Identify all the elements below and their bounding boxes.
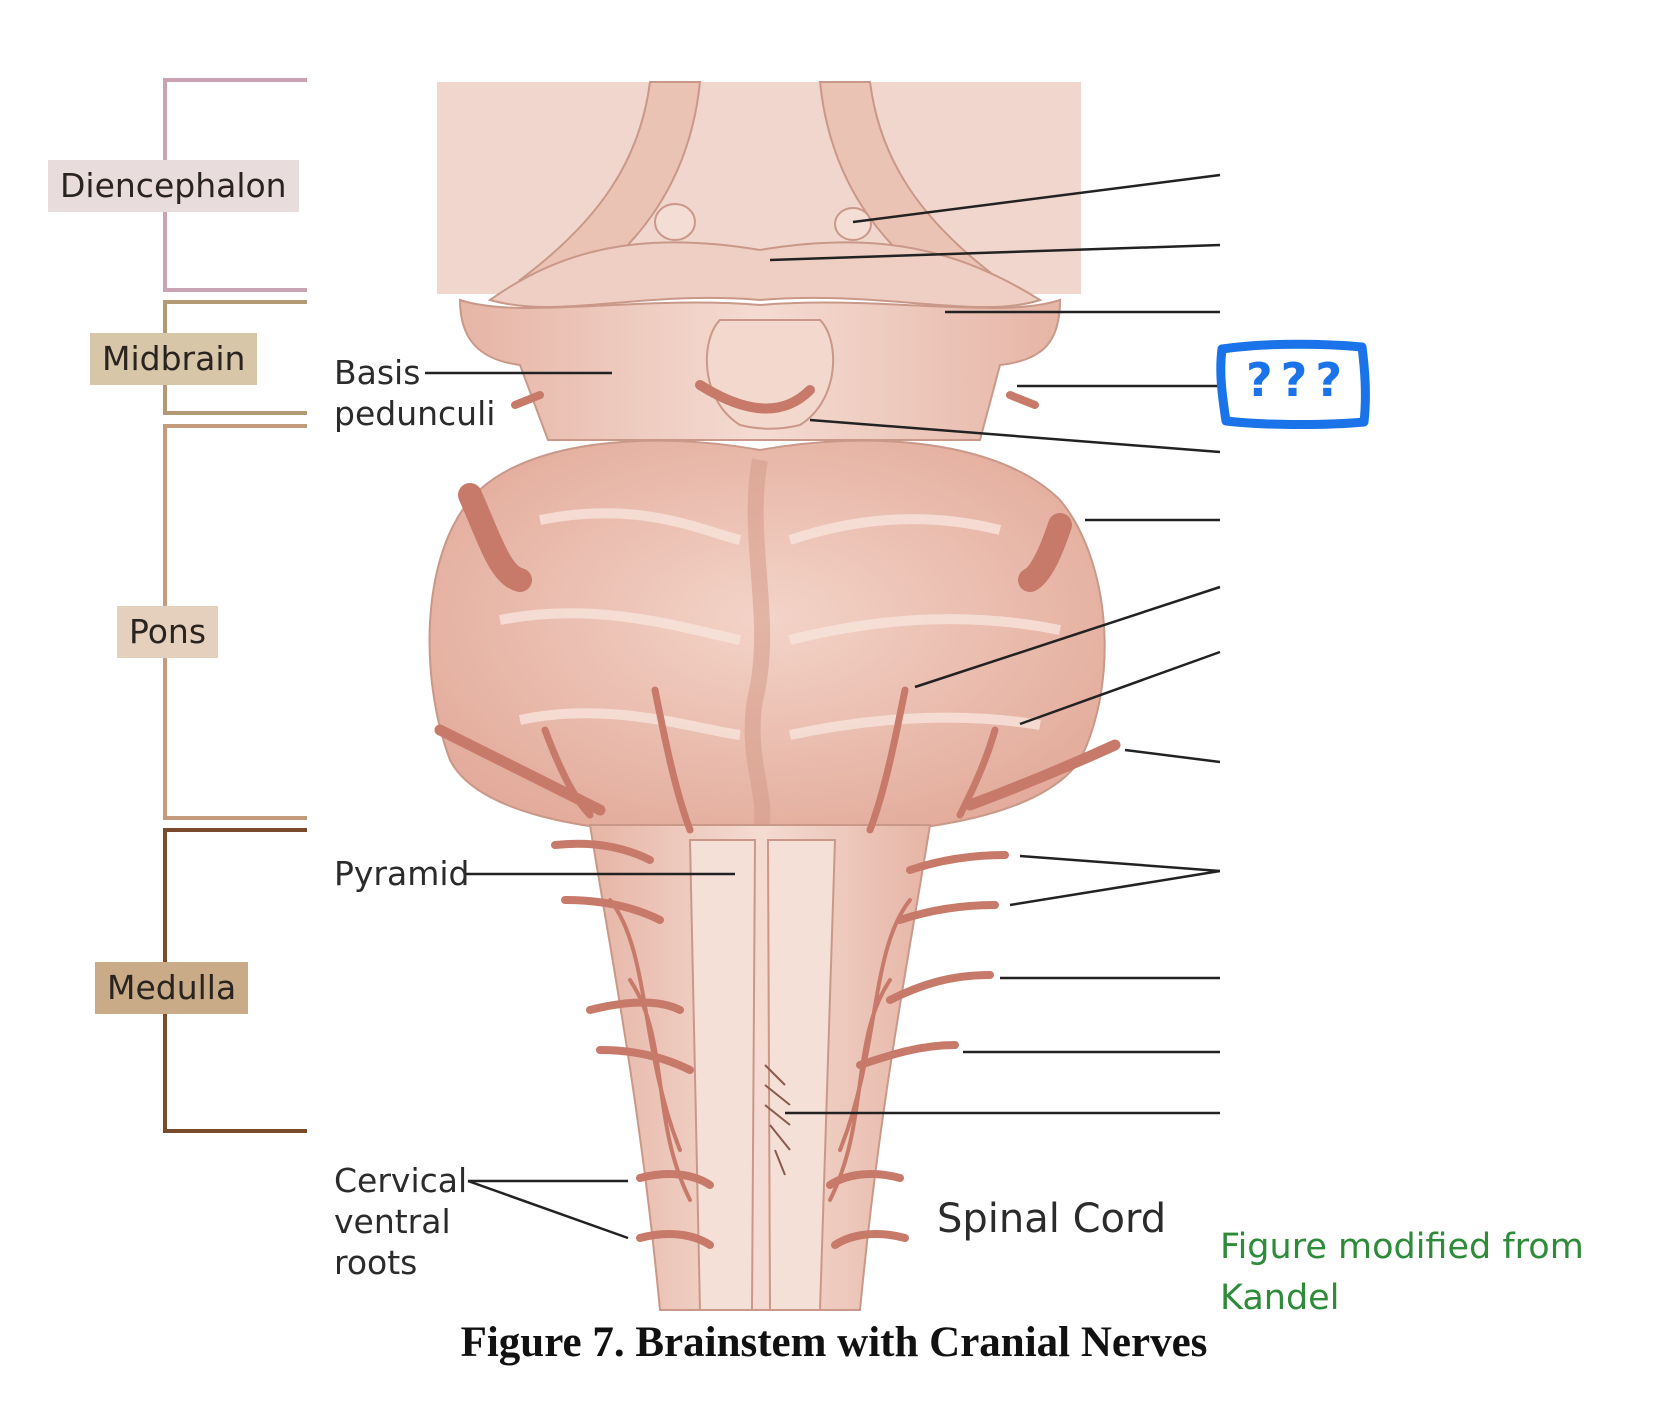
leader-line-glossopharyngeal	[1019, 854, 1221, 873]
pons-stripe	[788, 614, 1061, 645]
pyramid-left	[688, 839, 757, 1311]
glossopharyngeal-root-left	[551, 839, 654, 864]
pons-stripe	[518, 708, 741, 740]
oculomotor-nerve	[695, 380, 815, 414]
optic-nerve-left	[654, 203, 696, 241]
optic-chiasm	[487, 241, 1043, 308]
nerve-plexus-left	[608, 898, 692, 1202]
facial-nerve-left	[541, 726, 594, 819]
region-label-pons: Pons	[117, 606, 219, 658]
optic-nerve-right	[834, 207, 872, 241]
cervical-root-upper-right	[826, 1170, 904, 1189]
pons-stripe	[788, 514, 1002, 545]
label-pyramid: Pyramid	[334, 854, 470, 893]
medulla-tissue	[588, 824, 932, 1311]
trochlear-nerve-right	[1006, 391, 1039, 409]
question-annotation	[1216, 339, 1370, 430]
leader-line-oculomotor	[809, 418, 1221, 454]
annotation-box	[1216, 339, 1370, 430]
accessory-root-right	[886, 971, 994, 1004]
hypoglossal-root-right	[856, 1041, 959, 1069]
region-label-midbrain: Midbrain	[90, 333, 258, 385]
leader-line-vestibulocochlear	[1124, 748, 1221, 764]
pons-midline	[744, 458, 771, 835]
leader-line-optic-chiasm	[769, 243, 1221, 262]
pyramid-right	[766, 839, 837, 1311]
region-label-diencephalon: Diencephalon	[48, 160, 299, 212]
leader-line-vagus	[1009, 869, 1221, 907]
pons-stripe	[499, 608, 741, 645]
trigeminal-nerve-left	[458, 483, 532, 592]
leader-line-abducens	[914, 585, 1221, 689]
cervical-root-lower-right	[831, 1230, 909, 1249]
vagus-root-right	[896, 901, 999, 924]
annotation-question-marks: ???	[1246, 353, 1351, 407]
figure-credit: Figure modified from Kandel	[1220, 1227, 1584, 1318]
label-spinal-cord: Spinal Cord	[937, 1196, 1167, 1242]
leader-line-optic-nerve	[852, 173, 1221, 224]
glossopharyngeal-root-right	[906, 851, 1009, 874]
cranial-nerve-roots	[434, 380, 1121, 1249]
pons-stripe	[788, 712, 1041, 740]
leader-line-cervical-root-lower	[467, 1179, 629, 1240]
figure-caption: Figure 7. Brainstem with Cranial Nerves	[460, 1319, 1208, 1366]
facial-nerve-right	[956, 726, 999, 819]
vestibulocochlear-nerve-right	[964, 739, 1121, 811]
label-basis-pedunculi: Basis pedunculi	[334, 353, 496, 433]
abducens-nerve-right	[866, 686, 909, 834]
region-label-medulla: Medulla	[95, 962, 249, 1014]
leader-line-facial	[1019, 650, 1221, 726]
pons-stripe	[539, 508, 742, 545]
vagus-root-left	[561, 896, 664, 924]
label-cervical-ventral-roots: Cervical ventral roots	[334, 1161, 468, 1282]
pyramidal-decussation	[764, 1064, 791, 1176]
brainstem-illustration	[428, 81, 1106, 1311]
trigeminal-nerve-right	[1018, 513, 1072, 592]
trochlear-nerve-left	[511, 391, 544, 409]
abducens-nerve-left	[651, 686, 694, 834]
leader-lines	[425, 173, 1221, 1240]
cervical-root-lower-left	[636, 1230, 714, 1249]
vestibulocochlear-nerve-left	[434, 724, 606, 816]
